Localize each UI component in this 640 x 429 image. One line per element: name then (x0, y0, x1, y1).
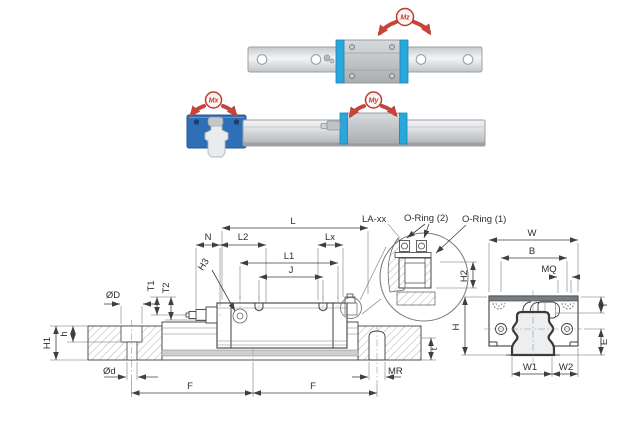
rail-cutout (204, 125, 229, 158)
front-nipple-icon (207, 116, 224, 127)
end-cap-port (232, 308, 248, 324)
dim-MR-label: MR (388, 366, 403, 377)
dim-F1-label: F (187, 381, 193, 392)
base-right-section (357, 325, 422, 361)
carriage-front-view: Mx (186, 91, 247, 158)
dim-T2-label: T2 (161, 282, 172, 293)
dimension-drawing: L N L2 Lx L1 J H3 (42, 213, 610, 397)
lube-port (340, 246, 387, 319)
dim-H3-label: H3 (196, 257, 212, 273)
my-moment-icon: My (348, 91, 398, 119)
front-section-view: W B MQ H l E W1 W2 (451, 228, 610, 377)
callout-oring2-label: O-Ring (2) (404, 213, 448, 224)
dim-F2-label: F (310, 381, 316, 392)
detail-reference-circle (340, 297, 362, 319)
carriage-profile-side (216, 296, 348, 349)
mx-label: Mx (209, 98, 220, 105)
dim-W1-label: W1 (523, 362, 537, 373)
dim-W-label: W (528, 228, 537, 239)
grease-fitting-icon (323, 54, 335, 64)
dim-t-label: t (429, 347, 440, 350)
mz-moment-icon: Mz (377, 7, 432, 37)
mz-label: Mz (400, 15, 410, 22)
dim-B-label: B (529, 246, 535, 257)
pictorial-top: Mz Mx (186, 7, 486, 158)
dim-L2-label: L2 (238, 232, 249, 243)
detail-callout: H2 LA-xx O-Ring (2) O-Ring (1) (362, 213, 506, 322)
mx-moment-icon: Mx (189, 91, 238, 118)
dim-T1-label: T1 (146, 280, 157, 291)
o-ring-2a (401, 242, 408, 250)
dim-L-label: L (290, 216, 295, 227)
dim-h-label: h (59, 331, 70, 336)
callout-la-label: LA-xx (362, 214, 387, 225)
dim-Lx-label: Lx (325, 232, 335, 243)
carriage-top-view (335, 39, 409, 84)
side-grease-nipple (183, 306, 222, 324)
carriage-side-view (339, 112, 408, 145)
side-elevation-view (87, 246, 422, 384)
dim-W2-label: W2 (559, 362, 573, 373)
rail-top-view: Mz (247, 7, 483, 84)
dim-H1-label: H1 (42, 337, 53, 349)
dim-E-label: E (599, 339, 610, 345)
dim-L1-label: L1 (284, 251, 295, 262)
dim-N-label: N (205, 232, 212, 243)
side-view-dimensions: L N L2 Lx L1 J H3 (42, 216, 440, 397)
dim-H-label: H (451, 323, 462, 330)
o-ring-2b (418, 242, 425, 250)
dim-l-label: l (599, 304, 610, 306)
callout-oring1-label: O-Ring (1) (462, 214, 506, 225)
dim-H2-label: H2 (459, 270, 470, 282)
rail-side-view: My (242, 91, 486, 147)
mount-hole-left (495, 323, 507, 335)
dim-J-label: J (289, 265, 294, 276)
dim-MQ-label: MQ (541, 264, 556, 275)
dim-OD-label: ØD (106, 290, 120, 301)
dim-Od-label: Ød (103, 366, 116, 377)
side-nipple-icon (320, 120, 341, 131)
my-label: My (369, 98, 380, 105)
